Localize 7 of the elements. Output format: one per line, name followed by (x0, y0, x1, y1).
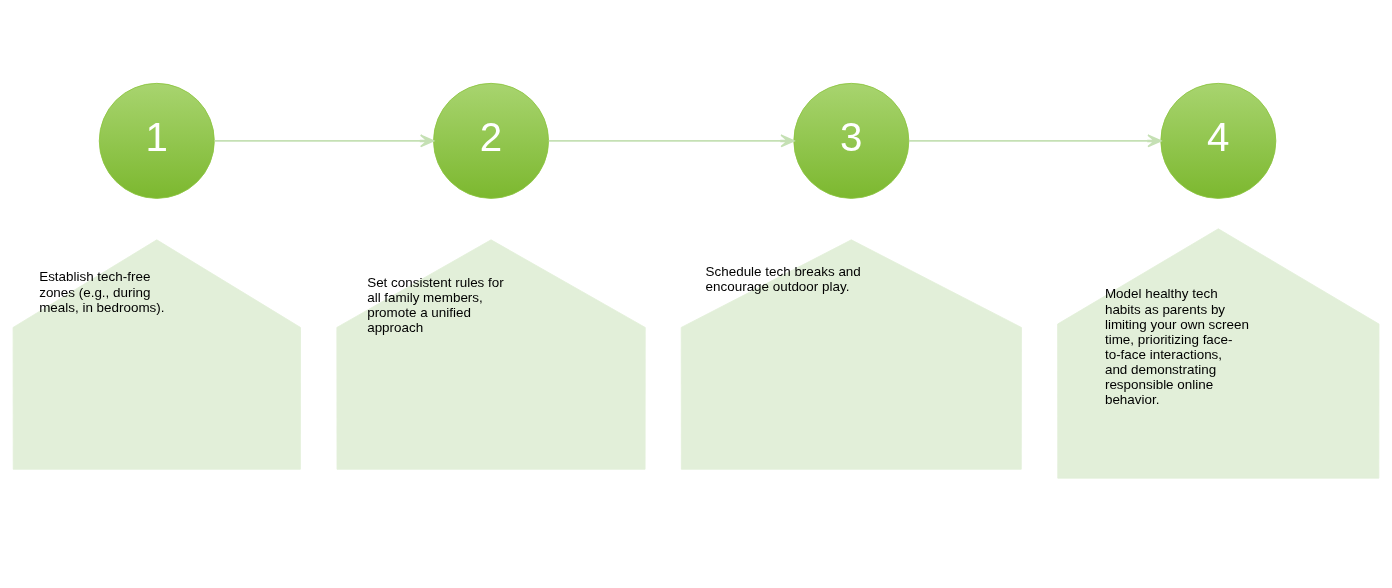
node-circle: 2 (433, 82, 549, 199)
node-circle: 4 (1160, 82, 1277, 199)
arrow (908, 134, 1162, 148)
arrow (213, 134, 435, 148)
node-circle: 3 (793, 82, 910, 199)
arrow (547, 134, 795, 148)
node-circle: 1 (98, 82, 215, 199)
